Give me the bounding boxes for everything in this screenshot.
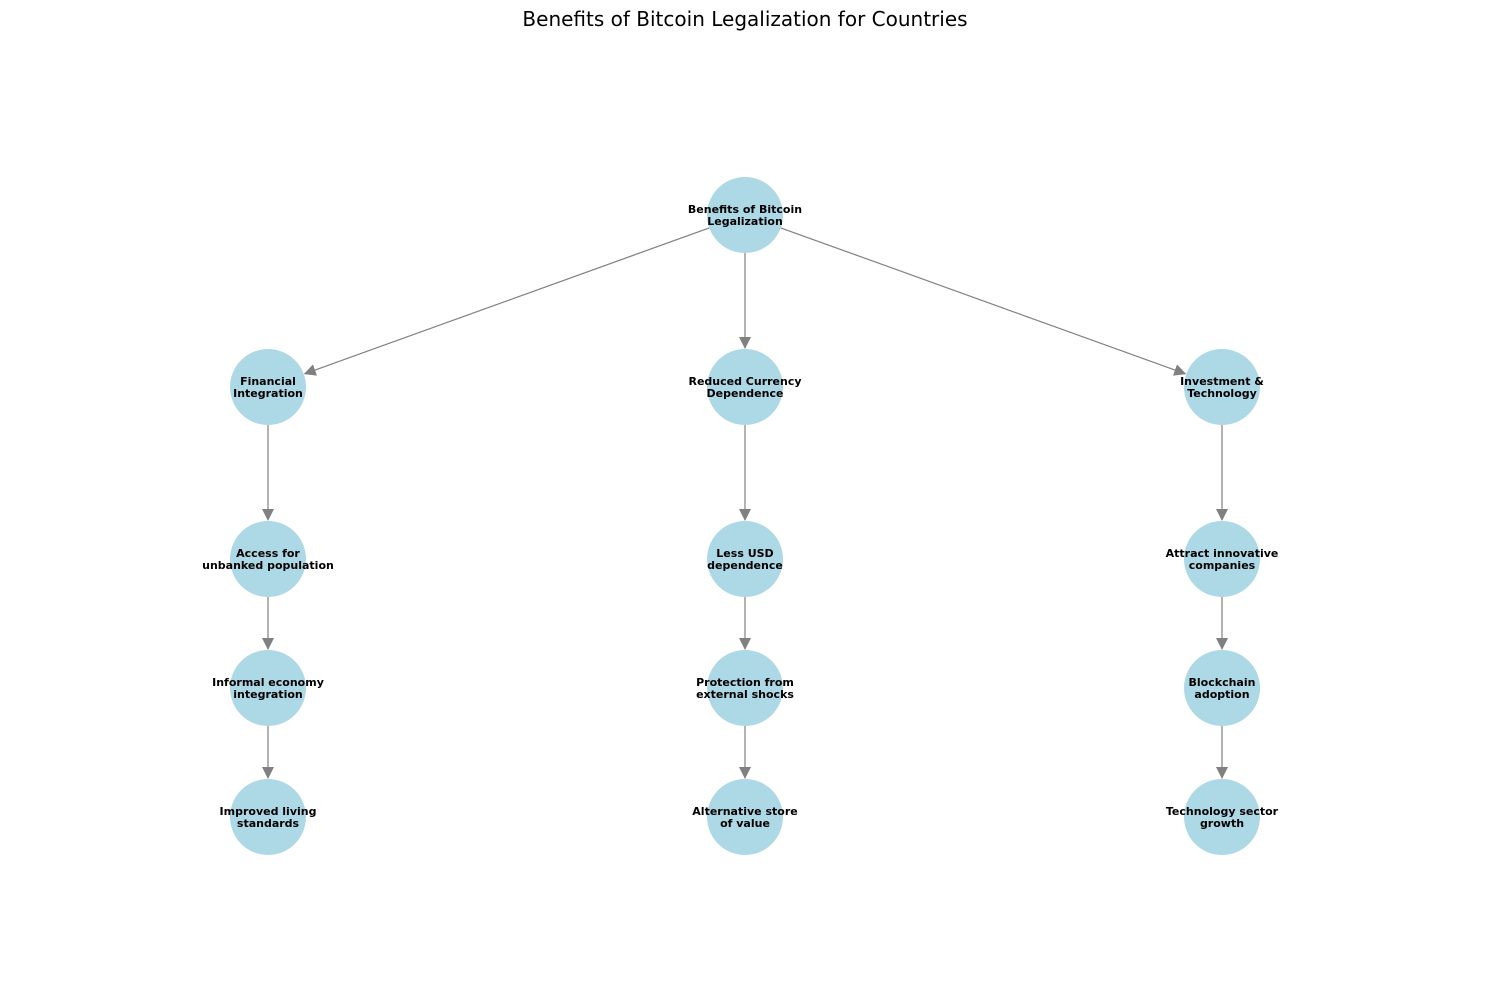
node-label-root-line-1: Benefits of Bitcoin xyxy=(688,203,802,216)
node-circle-blockchain xyxy=(1184,650,1260,726)
node-label-blockchain-line-2: adoption xyxy=(1194,688,1249,701)
node-label-store-line-1: Alternative store xyxy=(692,805,797,818)
node-investment: Investment &Technology xyxy=(1180,349,1264,425)
node-circle-investment xyxy=(1184,349,1260,425)
node-circle-shocks xyxy=(707,650,783,726)
node-label-shocks-line-2: external shocks xyxy=(696,688,794,701)
node-circle-innovative xyxy=(1184,521,1260,597)
edge-root-to-financial xyxy=(303,227,710,376)
node-label-informal-line-2: integration xyxy=(233,688,302,701)
node-label-unbanked-line-2: unbanked population xyxy=(202,559,334,572)
node-label-financial-line-1: Financial xyxy=(240,375,296,388)
node-circle-techgrowth xyxy=(1184,779,1260,855)
node-label-techgrowth-line-1: Technology sector xyxy=(1166,805,1279,818)
node-label-root-line-2: Legalization xyxy=(707,215,783,228)
edges-layer xyxy=(262,227,1228,779)
node-label-currency-line-2: Dependence xyxy=(707,387,784,400)
node-label-blockchain-line-1: Blockchain xyxy=(1189,676,1256,689)
diagram-title: Benefits of Bitcoin Legalization for Cou… xyxy=(522,7,967,31)
node-label-living-line-1: Improved living xyxy=(220,805,317,818)
node-label-currency-line-1: Reduced Currency xyxy=(688,375,801,388)
node-label-shocks-line-1: Protection from xyxy=(696,676,794,689)
node-label-innovative-line-2: companies xyxy=(1189,559,1256,572)
node-label-store-line-2: of value xyxy=(720,817,770,830)
node-label-financial-line-2: Integration xyxy=(233,387,303,400)
node-circle-living xyxy=(230,779,306,855)
node-circle-financial xyxy=(230,349,306,425)
node-circle-root xyxy=(707,177,783,253)
node-label-investment-line-2: Technology xyxy=(1187,387,1257,400)
node-label-investment-line-1: Investment & xyxy=(1180,375,1264,388)
node-label-usd-line-2: dependence xyxy=(707,559,783,572)
node-circle-unbanked xyxy=(230,521,306,597)
node-label-living-line-2: standards xyxy=(237,817,300,830)
node-label-usd-line-1: Less USD xyxy=(716,547,773,560)
node-label-unbanked-line-1: Access for xyxy=(236,547,300,560)
node-circle-store xyxy=(707,779,783,855)
node-circle-usd xyxy=(707,521,783,597)
node-label-innovative-line-1: Attract innovative xyxy=(1166,547,1279,560)
node-label-informal-line-1: Informal economy xyxy=(212,676,324,689)
node-circle-currency xyxy=(707,349,783,425)
nodes-layer: Benefits of BitcoinLegalizationFinancial… xyxy=(202,177,1279,855)
node-label-techgrowth-line-2: growth xyxy=(1200,817,1244,830)
edge-root-to-investment xyxy=(780,227,1187,376)
node-circle-informal xyxy=(230,650,306,726)
